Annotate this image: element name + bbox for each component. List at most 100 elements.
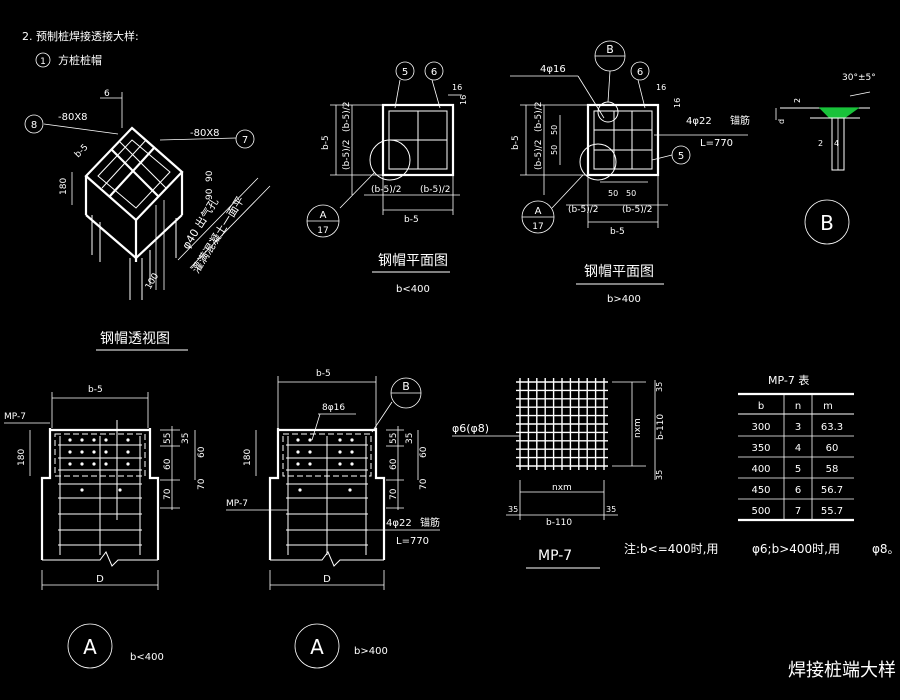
detail-b-label: B xyxy=(820,211,834,235)
svg-text:16: 16 xyxy=(673,98,682,108)
item-number-circle xyxy=(35,52,51,68)
section-a-small-label: A xyxy=(83,635,97,659)
mesh-mp7: φ6(φ8) 35 35 nxm b-110 nxm 35 35 b-110 M… xyxy=(452,378,666,569)
svg-text:b-5: b-5 xyxy=(610,227,625,237)
svg-text:4: 4 xyxy=(834,139,839,148)
section-a-large: b-5 8φ16 B 35 55 xyxy=(226,369,440,669)
svg-text:(b-5)/2: (b-5)/2 xyxy=(420,185,450,195)
svg-text:35: 35 xyxy=(405,433,415,444)
svg-text:50: 50 xyxy=(626,189,636,198)
svg-text:55: 55 xyxy=(389,433,399,444)
plan-large-anchor-bars: 4φ22 xyxy=(686,116,712,127)
plan-small-condition: b<400 xyxy=(396,284,430,295)
plan-large-detail-a xyxy=(579,143,617,181)
iso-cap-top-inner xyxy=(97,139,171,209)
plan-large-caption: 钢帽平面图 xyxy=(584,264,654,280)
section-a-small: b-5 MP-7 35 55 60 xyxy=(4,385,207,669)
svg-text:16: 16 xyxy=(656,83,666,92)
svg-text:50: 50 xyxy=(608,189,618,198)
detail-b-label-circle xyxy=(804,199,850,245)
svg-text:b-110: b-110 xyxy=(546,518,572,528)
plan-small-caption: 钢帽平面图 xyxy=(378,253,448,269)
table-cell: 60 xyxy=(826,443,839,454)
table-header: b xyxy=(758,401,764,412)
table-cell: 450 xyxy=(751,485,770,496)
svg-text:B: B xyxy=(606,43,614,56)
plan-large-outer xyxy=(586,103,660,177)
note: 注:b<=400时,用 φ6;b>400时,用 φ8。 xyxy=(624,541,900,556)
svg-text:50: 50 xyxy=(550,125,559,135)
plan-large: b-5 (b-5)/2 (b-5)/2 50 50 50 50 (b-5)/2 … xyxy=(510,40,750,305)
svg-text:7: 7 xyxy=(242,135,248,146)
plan-small-tag-6 xyxy=(424,61,444,81)
svg-text:6: 6 xyxy=(431,67,437,78)
detail-b: 30°±5° 2 d 2 4 B xyxy=(775,73,876,245)
mesh-bar-label: φ6(φ8) xyxy=(452,422,489,435)
section-a-large-anchor-bars: 4φ22 xyxy=(386,518,412,529)
svg-text:90: 90 xyxy=(205,188,215,200)
section-a-small-label-circle xyxy=(67,623,113,669)
svg-text:b-110: b-110 xyxy=(656,414,666,440)
svg-text:锚筋: 锚筋 xyxy=(420,516,440,529)
note-part-1: 注:b<=400时,用 xyxy=(624,541,719,556)
plan-small-outer xyxy=(381,103,455,177)
svg-text:35: 35 xyxy=(606,505,616,514)
table-cell: 400 xyxy=(751,464,770,475)
mesh-caption: MP-7 xyxy=(538,548,572,564)
svg-text:16: 16 xyxy=(459,95,468,105)
table-cell: 6 xyxy=(795,485,801,496)
section-a-large-mp: MP-7 xyxy=(226,499,248,509)
table-cell: 63.3 xyxy=(821,422,843,433)
svg-text:(b-5)/2: (b-5)/2 xyxy=(342,102,352,132)
iso-view: 8 -80X8 7 -80X8 6 b-5 180 90 90 100 φ40 … xyxy=(24,89,271,351)
table-title: MP-7 表 xyxy=(768,373,809,387)
svg-text:(b-5)/2: (b-5)/2 xyxy=(371,185,401,195)
plan-small-detail-circle xyxy=(369,139,411,181)
svg-text:35: 35 xyxy=(508,505,518,514)
section-title: 2. 预制桩焊接透接大样: xyxy=(22,29,139,43)
svg-text:A: A xyxy=(535,206,542,217)
table-cell: 350 xyxy=(751,443,770,454)
svg-text:60: 60 xyxy=(389,458,399,470)
svg-text:5: 5 xyxy=(678,151,684,162)
svg-text:180: 180 xyxy=(59,178,69,195)
svg-text:(b-5)/2: (b-5)/2 xyxy=(622,205,652,215)
svg-text:16: 16 xyxy=(452,83,462,92)
section-a-large-condition: b>400 xyxy=(354,646,388,657)
svg-text:6: 6 xyxy=(104,89,110,99)
svg-text:(b-5)/2: (b-5)/2 xyxy=(342,140,352,170)
svg-text:35: 35 xyxy=(655,382,664,392)
section-a-large-bars: 8φ16 xyxy=(322,403,345,413)
weld-bead xyxy=(818,107,860,119)
svg-text:60: 60 xyxy=(163,458,173,470)
drawing-title: 焊接桩端大样 xyxy=(788,660,896,681)
section-a-small-mp: MP-7 xyxy=(4,412,26,422)
svg-text:180: 180 xyxy=(243,449,253,466)
svg-text:17: 17 xyxy=(317,226,328,236)
svg-text:6: 6 xyxy=(637,67,643,78)
plan-small: b-5 (b-5)/2 (b-5)/2 (b-5)/2 (b-5)/2 b-5 … xyxy=(306,61,468,295)
table-header: m xyxy=(823,401,833,412)
table-cell: 500 xyxy=(751,506,770,517)
plan-large-condition: b>400 xyxy=(607,294,641,305)
iso-cross-plate-2 xyxy=(109,147,155,197)
svg-text:8: 8 xyxy=(31,120,37,131)
table-cell: 300 xyxy=(751,422,770,433)
svg-text:90: 90 xyxy=(205,170,215,182)
section-a-large-label: A xyxy=(310,635,324,659)
svg-text:D: D xyxy=(323,574,331,585)
table-cell: 5 xyxy=(795,464,801,475)
svg-text:L=770: L=770 xyxy=(396,536,429,547)
svg-text:70: 70 xyxy=(197,478,207,490)
svg-text:5: 5 xyxy=(402,67,408,78)
plan-small-tag-5 xyxy=(395,61,415,81)
svg-text:d: d xyxy=(777,119,786,124)
svg-text:70: 70 xyxy=(419,478,429,490)
svg-text:b-5: b-5 xyxy=(511,135,521,150)
svg-text:A: A xyxy=(320,210,327,221)
svg-text:b-5: b-5 xyxy=(73,143,90,160)
svg-text:60: 60 xyxy=(197,446,207,458)
item-number: 1 xyxy=(40,57,46,67)
table-cell: 56.7 xyxy=(821,485,843,496)
